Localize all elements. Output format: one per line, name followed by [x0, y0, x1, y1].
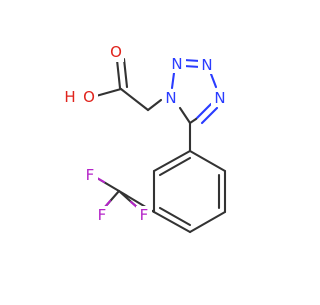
- atom-n3: N: [201, 56, 212, 74]
- bond-ar-1-2: [188, 149, 227, 173]
- bond-n1-n2: [170, 71, 176, 90]
- bond-n4-c5-c: [200, 106, 219, 125]
- bond-c-oh: [94, 87, 123, 98]
- structure-diagram: O O H N N N N F F F: [62, 43, 229, 234]
- bond-ch2-n1: [146, 98, 163, 112]
- carboxyl-group: [94, 54, 150, 112]
- bond-n4-c5-a: [194, 102, 213, 121]
- atom-labels: O O H N N N N F F F: [62, 43, 229, 224]
- atom-o-carbonyl: O: [110, 43, 122, 61]
- bond-ar-6-1-inner: [158, 156, 192, 177]
- atom-o-hydroxyl: O: [83, 88, 95, 106]
- atom-f2: F: [98, 206, 107, 224]
- atom-n2: N: [171, 55, 182, 73]
- bond-ar-4-5-inner: [158, 206, 192, 227]
- atom-f1: F: [86, 166, 95, 184]
- atom-f3: F: [140, 206, 149, 224]
- bond-c-f-upper-f: [95, 176, 106, 184]
- bond-carbonyl-left: [115, 58, 122, 90]
- benzene-ring: [152, 149, 227, 234]
- atom-n4: N: [214, 89, 225, 107]
- tetrazole-ring: [170, 58, 219, 125]
- bond-ar-6-1: [152, 149, 192, 173]
- atom-n1: N: [165, 89, 176, 107]
- atom-h-hydroxyl: H: [64, 88, 75, 106]
- molecule-svg: O O H N N N N F F F: [62, 43, 229, 234]
- bond-n3-n4: [209, 72, 218, 89]
- bond-c5-n1: [178, 106, 192, 125]
- bond-carbonyl-right: [122, 57, 129, 89]
- bond-ar-4-5: [152, 210, 192, 234]
- bond-n2-n3-a: [182, 64, 202, 69]
- bond-n2-n3-b: [182, 58, 202, 63]
- bond-carboxyl-c-ch2: [119, 87, 150, 112]
- bond-n4-c5-b: [188, 117, 198, 125]
- bond-ar-3-4: [188, 210, 227, 234]
